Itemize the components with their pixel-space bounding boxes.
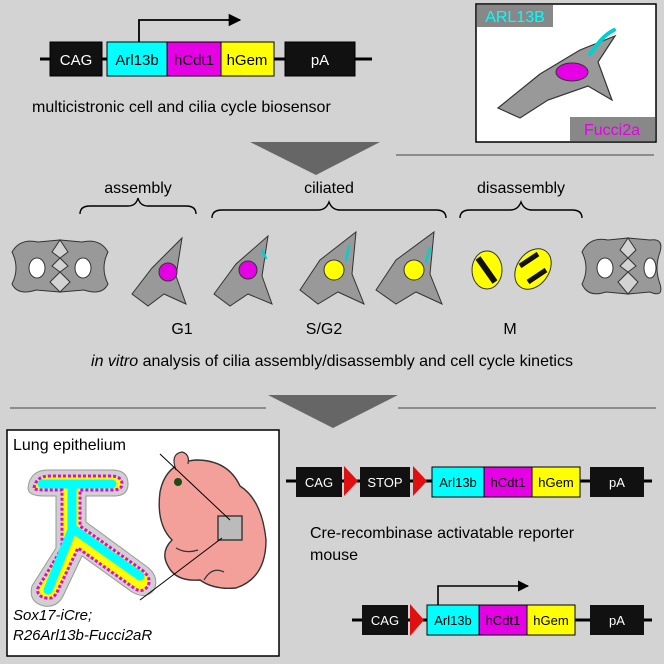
inset-nucleus [555,62,589,82]
inset-cilium [588,28,616,56]
hcdt1-label: hCdt1 [174,52,214,69]
fucci2a-tag-label: Fucci2a [584,122,640,139]
cag-promoter-box [49,41,103,77]
mitotic-cell-2 [514,248,552,290]
down-arrow-1 [250,142,380,175]
ciliated-g1-cell [213,234,273,307]
reporter-construct: CAG STOP Arl13b hCdt1 hGem pA [286,466,652,498]
recombined-hgem-box [526,604,576,636]
dividing-cells-right [581,237,662,295]
disassembly-brace [459,200,583,219]
reporter-hcdt1-box [483,466,533,498]
recombined-transcription-arrow [437,580,530,605]
mitotic-cell-1 [471,250,503,290]
reporter-pa-box [590,467,644,497]
reporter-hgem-label: hGem [538,475,573,490]
hcdt1-box [166,41,222,77]
pa-label: pA [311,52,329,69]
transcription-arrow [138,13,242,42]
biosensor-caption: multicistronic cell and cilia cycle bios… [32,99,331,116]
lung-panel: Lung epithelium Sox17-iCre; R26Arl13b-Fu… [6,429,280,657]
loxp-site-3 [410,604,424,636]
recombined-pa-box [590,605,644,635]
ciliated-sg2-cell-2 [375,230,443,305]
inset-cell-body [496,34,617,119]
reporter-caption-line-2: mouse [310,547,358,564]
assembly-label: assembly [104,180,172,197]
g1-cell [131,236,187,307]
recombined-hgem-label: hGem [533,613,568,628]
reporter-caption-line-1: Cre-recombinase activatable reporter [310,525,575,542]
cag-label: CAG [60,52,93,69]
genotype-line-1: Sox17-iCre; [13,607,92,624]
arl13b-tag [477,5,553,27]
recombined-construct: CAG Arl13b hCdt1 hGem pA [352,580,652,636]
hgem-label: hGem [227,52,268,69]
recombined-cag-box [362,605,408,635]
reporter-arl13b-box [431,466,485,498]
genotype-line-2: R26Arl13b-Fucci2aR [13,627,152,644]
g1-label: G1 [171,321,192,338]
recombined-hcdt1-box [478,604,528,636]
dividing-cells-left [11,239,109,293]
assembly-brace [79,197,197,215]
stop-box [360,467,410,497]
mouse-pup [158,451,267,590]
recombined-hcdt1-label: hCdt1 [486,613,521,628]
reporter-cag-label: CAG [305,475,333,490]
down-arrow-2 [268,395,398,428]
stop-label: STOP [367,475,402,490]
recombined-arl13b-label: Arl13b [434,613,472,628]
pa-box [284,41,356,77]
airway-tree [27,469,157,607]
loxp-site-1 [344,466,358,496]
reporter-arl13b-label: Arl13b [439,475,477,490]
ciliated-brace [211,200,447,219]
disassembly-label: disassembly [477,180,565,197]
analysis-caption: in vitro analysis of cilia assembly/disa… [91,353,573,370]
m-label: M [503,321,516,338]
reporter-cag-box [296,467,342,497]
reporter-pa-label: pA [609,475,625,490]
reporter-hgem-box [531,466,581,498]
arl13b-label: Arl13b [115,52,158,69]
top-construct: CAG Arl13b hCdt1 hGem pA [40,13,372,77]
pointer-line-1 [159,453,231,521]
recombined-pa-label: pA [609,613,625,628]
lung-epithelium-label: Lung epithelium [13,437,126,454]
reporter-hcdt1-label: hCdt1 [491,475,526,490]
hgem-box [220,41,275,77]
pointer-line-2 [139,537,223,601]
recombined-arl13b-box [426,604,480,636]
sg2-label: S/G2 [306,321,343,338]
fucci2a-tag [570,117,655,141]
loxp-site-2 [413,466,427,496]
ciliated-sg2-cell-1 [299,230,365,305]
inset-cell-panel: ARL13B Fucci2a [475,3,657,143]
ciliated-label: ciliated [304,180,354,197]
arl13b-tag-label: ARL13B [485,9,545,26]
recombined-cag-label: CAG [371,613,399,628]
arl13b-box [106,41,168,77]
